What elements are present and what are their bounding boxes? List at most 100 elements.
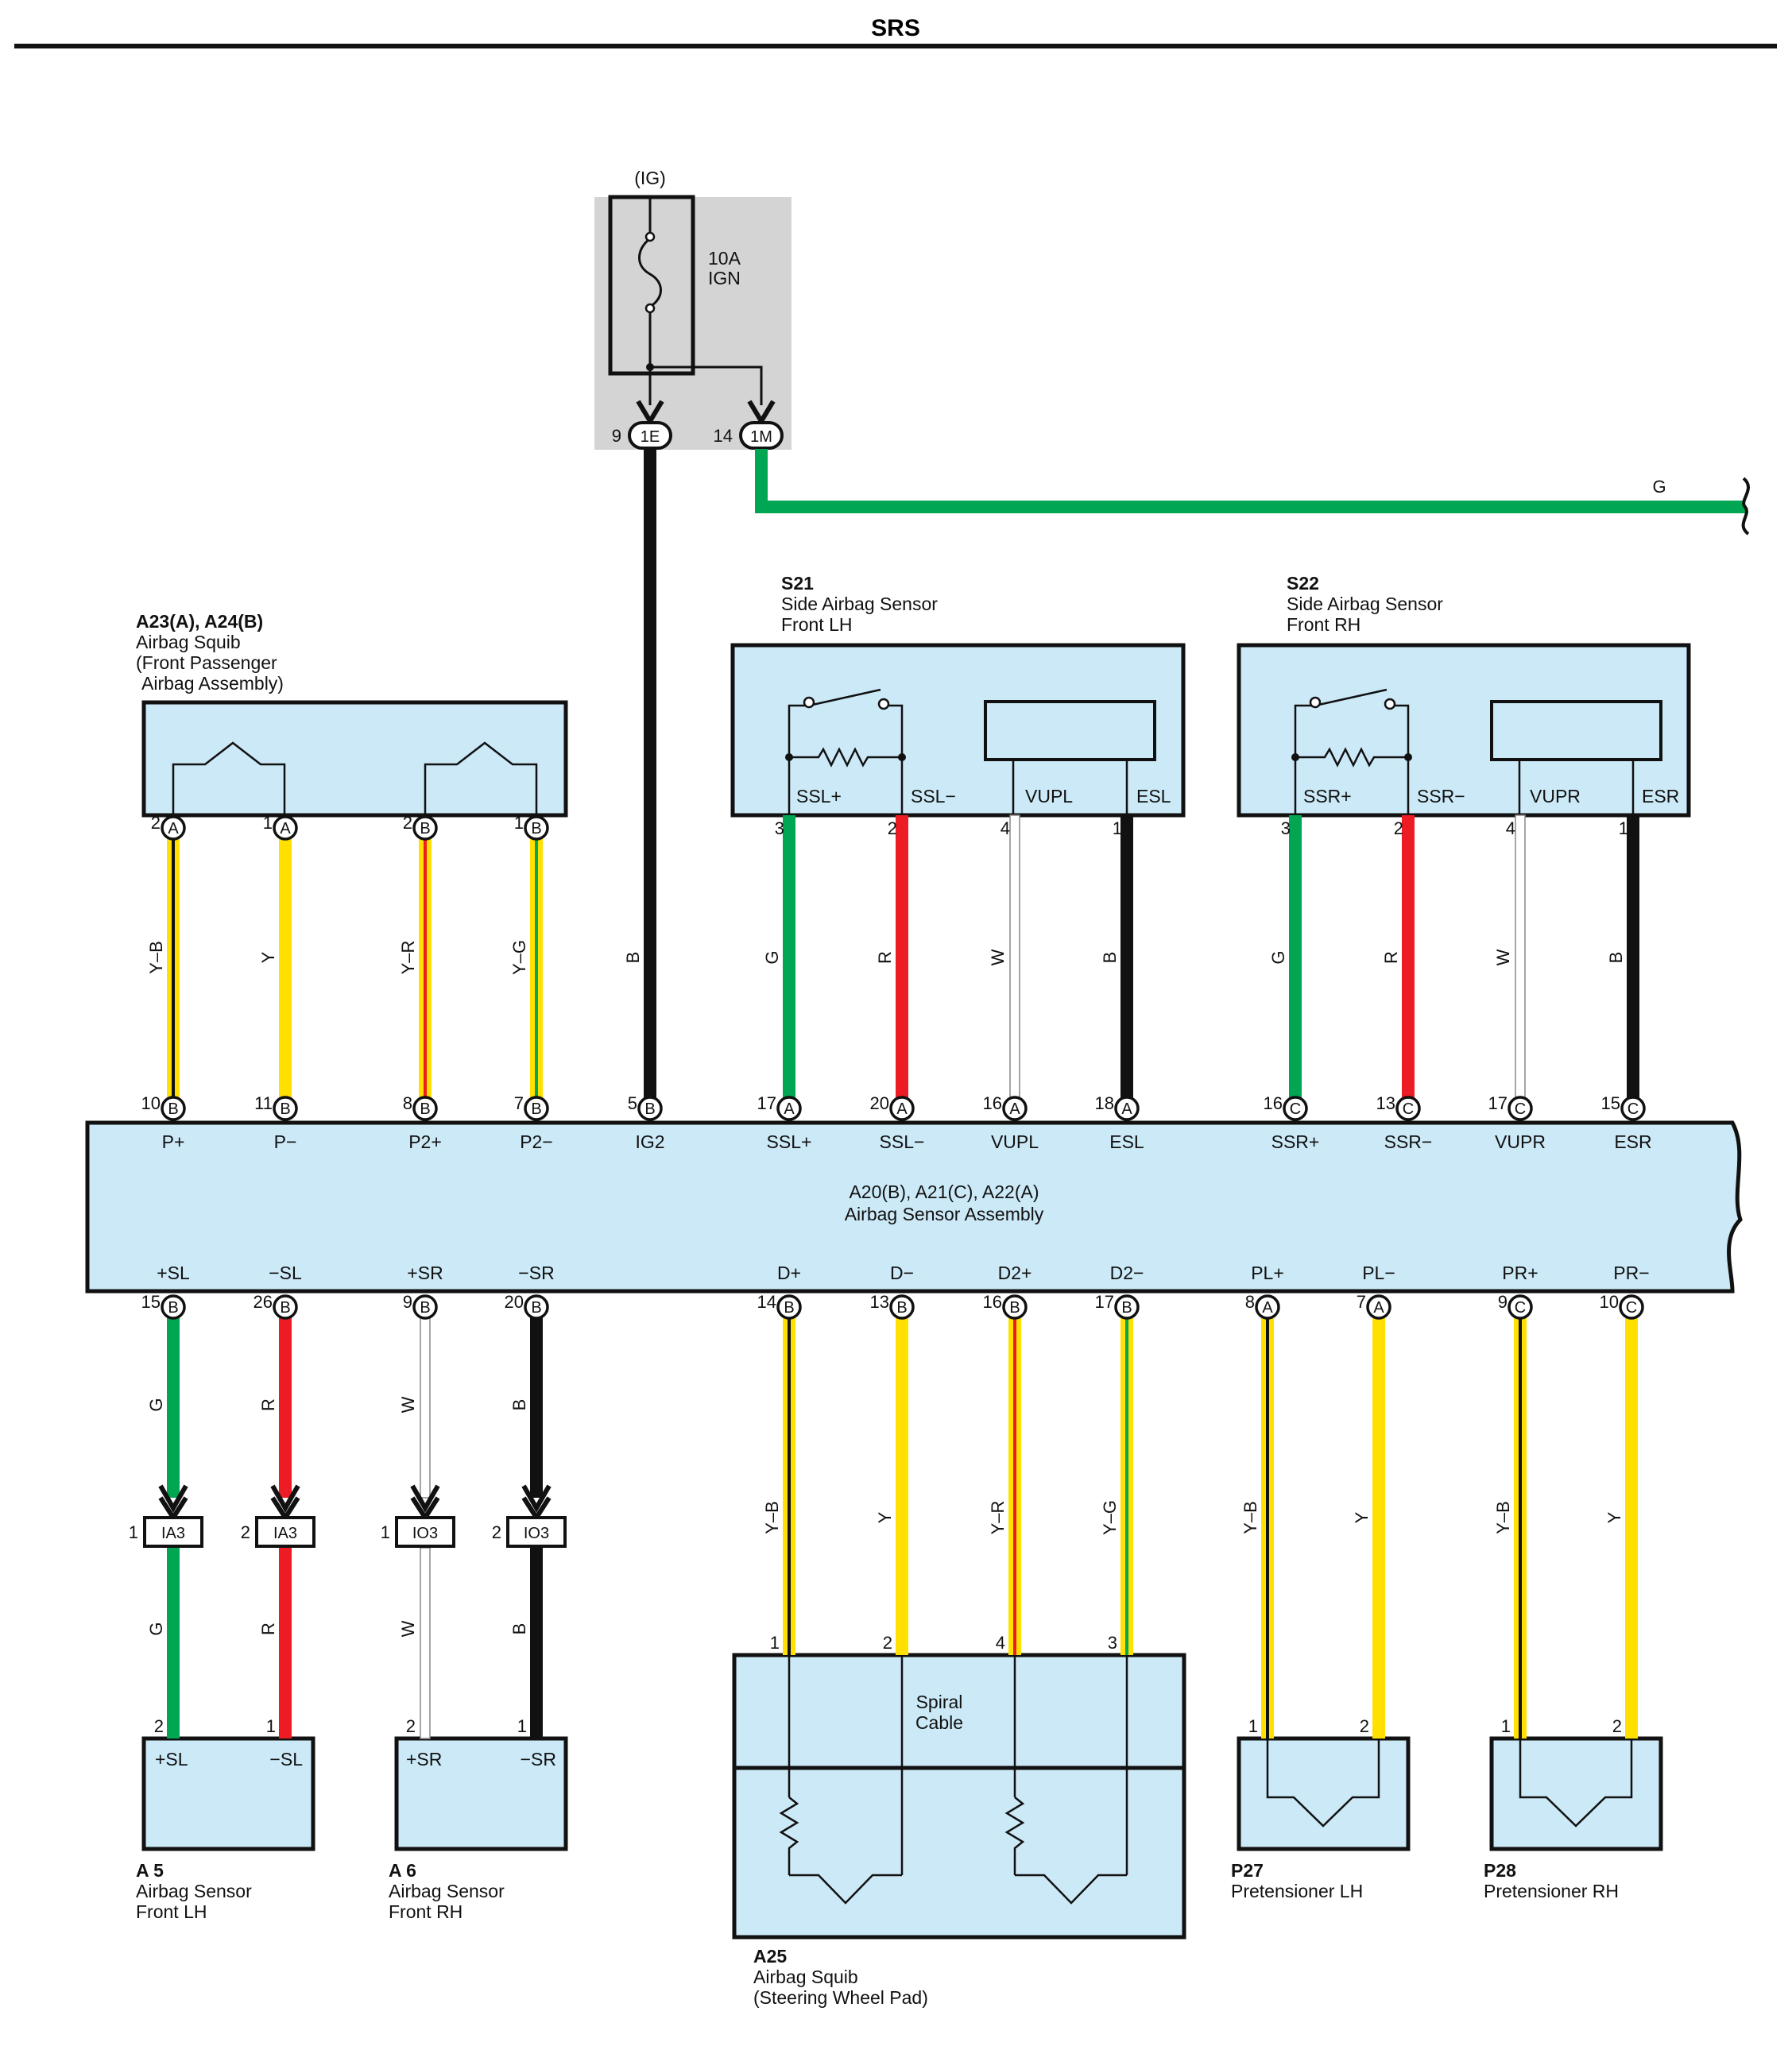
wire-break-icon xyxy=(1741,477,1750,536)
connector-letter: B xyxy=(280,1299,290,1317)
wire-stripe xyxy=(1266,1307,1269,1739)
ecu-pin-number: 17 xyxy=(1095,1292,1114,1312)
ecu-connector: C xyxy=(1619,1294,1644,1320)
pretensioner-rh: P28 Pretensioner RH xyxy=(1484,1736,1663,1901)
connector-arrow xyxy=(410,1484,440,1514)
ecu-connector: B xyxy=(889,1294,915,1320)
connector-circle xyxy=(1619,1294,1644,1320)
connector-circle xyxy=(161,1294,186,1320)
ecu-terminal-top: P+ xyxy=(162,1131,185,1152)
component-pin-number: 3 xyxy=(1108,1633,1117,1653)
p28-code: P28 xyxy=(1484,1860,1516,1881)
inline-connector-box xyxy=(506,1516,567,1548)
wire-segment xyxy=(279,828,292,1108)
ecu-terminal-bottom: PL− xyxy=(1362,1263,1395,1283)
ecu-pin-number: 13 xyxy=(870,1292,889,1312)
connector-letter: C xyxy=(1290,1100,1301,1118)
ecu-connector: B xyxy=(273,1294,298,1320)
wire-color-label: G xyxy=(146,1398,166,1411)
connector-letter: B xyxy=(644,1100,655,1118)
component-pin-number: 2 xyxy=(1612,1716,1622,1736)
connector-circle xyxy=(161,815,186,841)
ecu-terminal-top: SSR+ xyxy=(1271,1131,1320,1152)
connector-circle xyxy=(161,1096,186,1121)
ecu-terminal-top: VUPL xyxy=(991,1131,1039,1152)
s21-name: Side Airbag Sensor xyxy=(781,594,938,614)
ecu-pin-number: 15 xyxy=(141,1292,161,1312)
ecu-connector: B xyxy=(637,1096,663,1121)
junction-dot xyxy=(785,753,793,761)
wire-color-label: W xyxy=(988,949,1008,965)
connector-letter: A xyxy=(1262,1299,1273,1317)
a25-desc: (Steering Wheel Pad) xyxy=(753,1987,928,2008)
connector-letter: B xyxy=(896,1299,907,1317)
wire-stripe xyxy=(1013,1307,1016,1655)
spiral-cable-label-1: Spiral xyxy=(916,1692,963,1712)
ecu-pin-number: 14 xyxy=(757,1292,776,1312)
connector-circle xyxy=(524,1294,549,1320)
wire-segment xyxy=(1402,815,1415,1108)
ecu-pin-number: 18 xyxy=(1095,1093,1114,1113)
connector-circle xyxy=(1620,1096,1646,1121)
p28-box xyxy=(1489,1736,1663,1851)
squib-element-icon xyxy=(789,1874,902,1905)
component-pin-number: 1 xyxy=(1248,1716,1258,1736)
ecu-terminal-top: SSL− xyxy=(880,1131,925,1152)
s21-term-vupl: VUPL xyxy=(1025,786,1073,806)
a5-name: Airbag Sensor xyxy=(136,1881,252,1901)
passenger-squib-box xyxy=(141,700,568,818)
connector-circle xyxy=(1002,1294,1028,1320)
connector-circle xyxy=(776,1096,802,1121)
a5-code: A 5 xyxy=(136,1860,164,1881)
wire-color-label: R xyxy=(258,1622,278,1635)
page-title: SRS xyxy=(871,15,920,41)
wire-segment xyxy=(896,815,908,1108)
spiral-cable-label-2: Cable xyxy=(915,1712,963,1733)
wire-segment xyxy=(1289,815,1302,1108)
connector-circle xyxy=(412,1294,438,1320)
connector-circle xyxy=(1114,1294,1140,1320)
component-pin-number: 4 xyxy=(1001,818,1010,838)
ecu-connector: A xyxy=(776,1096,802,1121)
wire-segment xyxy=(279,1307,292,1498)
wire-color-label: B xyxy=(623,952,643,964)
ecu-pin-number: 26 xyxy=(254,1292,273,1312)
wire-color-label: Y–R xyxy=(398,941,418,975)
connector-letter: A xyxy=(280,820,291,837)
wire-color-label: W xyxy=(1493,949,1513,965)
wire-color-label: B xyxy=(1100,952,1120,964)
ecu-connector: A xyxy=(1255,1294,1280,1320)
component-pin-number: 1 xyxy=(263,813,273,833)
connector-circle xyxy=(1002,1096,1028,1121)
connector-circle xyxy=(1366,1294,1391,1320)
component-pin-number: 4 xyxy=(1506,818,1515,838)
a5-box xyxy=(141,1736,315,1851)
wire-bottom-9 xyxy=(1372,1307,1385,1739)
ecu-pin-number: 8 xyxy=(403,1093,412,1113)
connector-circle xyxy=(1283,1096,1308,1121)
ecu-terminal-bottom: −SL xyxy=(269,1263,302,1283)
airbag-sensor-assembly: A20(B), A21(C), A22(A) Airbag Sensor Ass… xyxy=(85,1120,1743,1294)
ecu-pin-number: 7 xyxy=(1357,1292,1366,1312)
wire-top-0 xyxy=(167,828,180,1108)
wire-color-label: Y xyxy=(258,951,278,963)
fuse-rating: 10A xyxy=(708,248,741,269)
wire-top-9 xyxy=(1289,815,1302,1108)
wire-stripe xyxy=(172,828,175,1108)
p27-name: Pretensioner LH xyxy=(1231,1881,1363,1901)
ecu-pin-number: 10 xyxy=(141,1093,161,1113)
connector-letter: B xyxy=(531,820,541,837)
passenger-squib-code: A23(A), A24(B) xyxy=(136,611,263,632)
a5-location: Front LH xyxy=(136,1901,207,1922)
connector-circle xyxy=(776,1294,802,1320)
ecu-name: Airbag Sensor Assembly xyxy=(845,1204,1044,1224)
component-pin-number: 1 xyxy=(1113,818,1122,838)
ecu-connector: B xyxy=(412,1294,438,1320)
inline-pin-number: 1 xyxy=(381,1522,390,1542)
ecu-terminal-top: SSR− xyxy=(1384,1131,1433,1152)
connector-letter: A xyxy=(1121,1100,1132,1118)
wire-bottom-2-b xyxy=(420,1547,431,1739)
ecu-terminal-bottom: D2− xyxy=(1110,1263,1144,1283)
wire-segment xyxy=(530,1307,543,1498)
